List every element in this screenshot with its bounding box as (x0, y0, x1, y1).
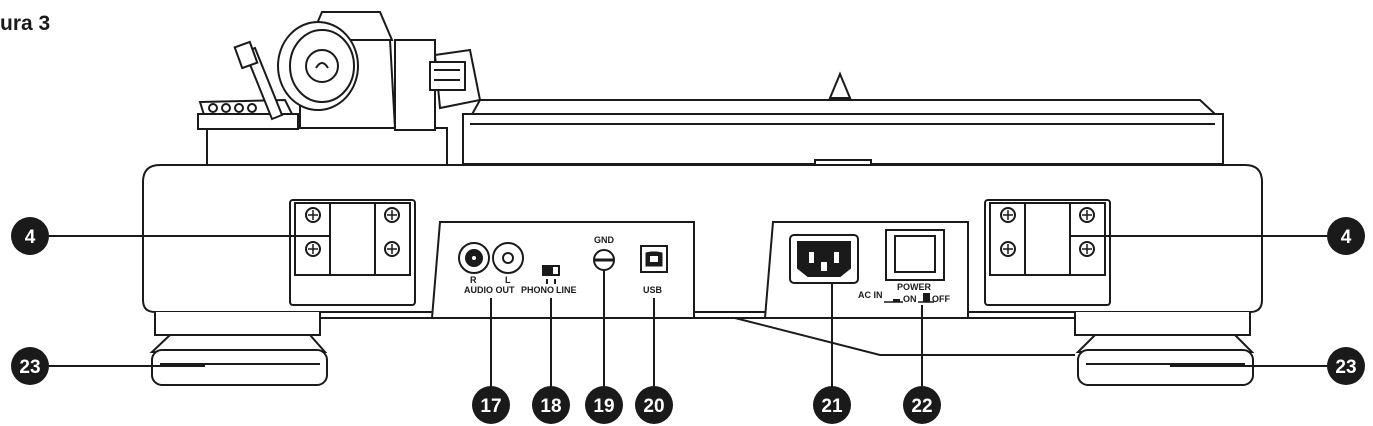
label-off: OFF (932, 294, 950, 304)
platter-body (462, 113, 1224, 165)
label-phono: PHONO (521, 285, 554, 295)
spindle (828, 71, 852, 99)
callout-number: 4 (1341, 227, 1352, 248)
io-panel-right (763, 221, 969, 319)
callout-19: 19 (585, 386, 623, 424)
hinge-left (289, 199, 416, 306)
callout-number: 21 (821, 396, 843, 417)
label-power: POWER (897, 282, 932, 292)
label-audio-l: L (505, 275, 511, 285)
chassis (142, 164, 1263, 356)
label-line: LINE (556, 285, 577, 295)
callout-number: 17 (480, 396, 501, 417)
callout-number: 23 (19, 357, 40, 378)
callout-4-right: 4 (1327, 217, 1365, 255)
callout-22: 22 (903, 386, 941, 424)
callout-number: 23 (1335, 357, 1356, 378)
callout-23-right: 23 (1327, 347, 1365, 385)
leader-lines (48, 235, 1328, 388)
tonearm-base (206, 127, 448, 171)
callout-number: 19 (593, 396, 614, 417)
figure-title: ura 3 (0, 12, 51, 35)
tonearm-assembly (197, 11, 482, 171)
callout-18: 18 (532, 386, 570, 424)
callout-number: 4 (25, 227, 36, 248)
callout-20: 20 (635, 386, 673, 424)
callout-4-left: 4 (11, 217, 49, 255)
io-panel-left (430, 221, 695, 319)
label-on: ON (903, 294, 917, 304)
label-ac-in: AC IN (858, 290, 883, 300)
callout-number: 20 (643, 396, 664, 417)
callout-23-left: 23 (11, 347, 49, 385)
callout-number: 22 (911, 396, 932, 417)
foot-right (1075, 334, 1255, 386)
platter (462, 71, 1224, 169)
label-audio-r: R (470, 275, 477, 285)
hinge-right (984, 199, 1111, 306)
label-audio-out: AUDIO OUT (464, 285, 515, 295)
callout-17: 17 (472, 386, 510, 424)
callout-number: 18 (540, 396, 561, 417)
label-usb: USB (643, 285, 663, 295)
foot-left (149, 334, 328, 386)
label-gnd: GND (594, 235, 615, 245)
callout-21: 21 (813, 386, 851, 424)
